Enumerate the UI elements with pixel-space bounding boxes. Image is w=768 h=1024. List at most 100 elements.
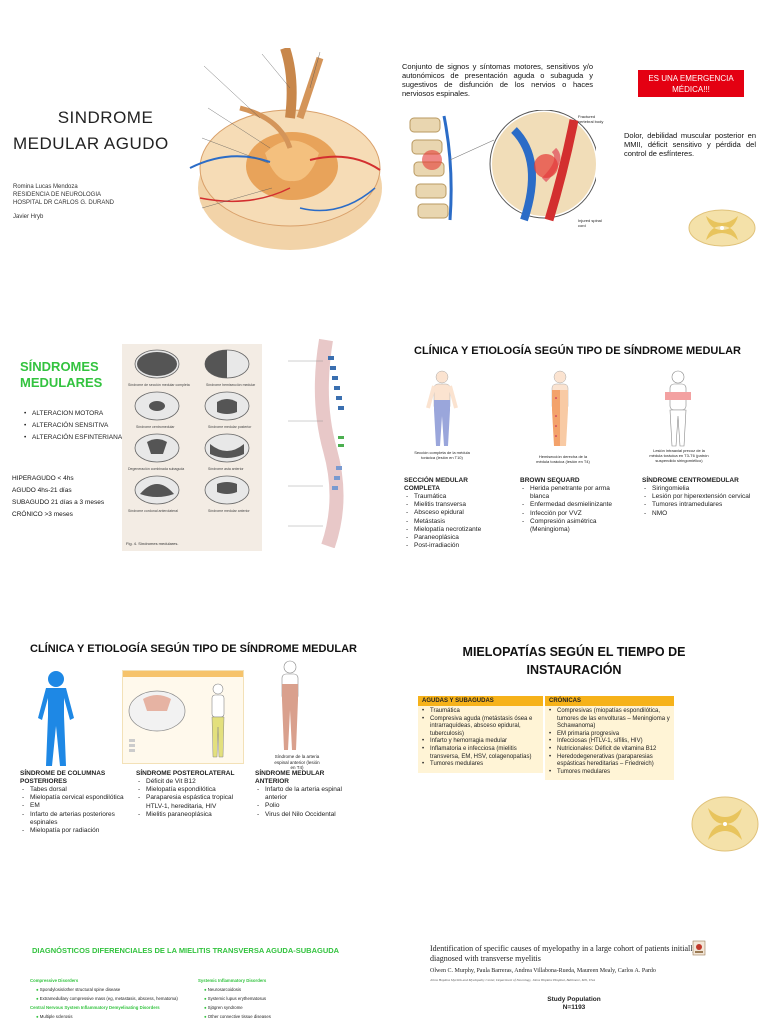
slide3-times: HIPERAGUDO < 4hs AGUDO 4hs-21 días SUBAG… [12, 475, 105, 518]
slide6-title: MIELOPATÍAS SEGÚN EL TIEMPO DE INSTAURAC… [462, 645, 686, 677]
body-figure-centromedullary [665, 370, 691, 447]
journal-logo-icon [692, 940, 706, 956]
list-item: Traumática [406, 493, 504, 501]
col-head: SÍNDROME CENTROMEDULAR [642, 477, 739, 484]
svg-text:Degeneración combinada subagud: Degeneración combinada subaguda [128, 467, 184, 471]
svg-text:Síndrome asta anterior: Síndrome asta anterior [208, 467, 244, 471]
list-item: ● Neurosarcoidosis [204, 987, 241, 992]
spinal-cord-cross-section-image [180, 48, 384, 260]
list-item: ALTERACIÓN ESFINTERIANA [24, 434, 122, 442]
slide-8: Identification of specific causes of mye… [384, 930, 768, 1024]
table-header: CRÓNICAS [545, 696, 674, 706]
list-item: Herida penetrante por arma blanca [522, 485, 620, 501]
table-header: AGUDAS Y SUBAGUDAS [418, 696, 544, 706]
fig1-caption: Sección completa de la médula torácica (… [414, 450, 470, 460]
col-brown-sequard: BROWN SEQUARD Herida penetrante por arma… [520, 477, 620, 534]
list-item: EM [22, 802, 124, 810]
table-cell: Tumores medulares [422, 761, 539, 769]
table-cell: Inflamatoria e infecciosa (mielitis tran… [422, 746, 539, 761]
col-head: SÍNDROME POSTEROLATERAL [136, 770, 235, 777]
ddx-head: Compressive Disorders [30, 978, 79, 983]
list-item: Infarto de la arteria espinal anterior [257, 786, 365, 802]
study-population: Study Population N=1193 [547, 996, 601, 1011]
vertebral-fracture-image [409, 110, 596, 222]
col-anterior: SÍNDROME MEDULAR ANTERIOR Infarto de la … [255, 770, 365, 819]
list-item: Absceso epidural [406, 509, 504, 517]
list-item: ● Systemic lupus erythematosus [204, 996, 267, 1001]
col-complete-section: SECCIÓN MEDULAR COMPLETA Traumática Miel… [404, 477, 504, 551]
svg-text:Síndrome hemisección medular: Síndrome hemisección medular [206, 383, 256, 387]
list-item: Compresión asimétrica (Meningioma) [522, 518, 620, 534]
list-item: ● Multiple sclerosis [36, 1014, 73, 1019]
list-item: Infarto de arterias posteriores espinale… [22, 811, 124, 827]
svg-text:Síndrome medular anterior: Síndrome medular anterior [208, 509, 250, 513]
list-item: Déficit de Vit B12 [138, 778, 244, 786]
posterolateral-image [128, 683, 225, 758]
slide-6: MIELOPATÍAS SEGÚN EL TIEMPO DE INSTAURAC… [384, 630, 768, 860]
list-item: Mielopatía cervical espondilótica [22, 794, 124, 802]
body-figure-hemisection [551, 370, 569, 446]
list-item: Mielopatía espondilótica [138, 786, 244, 794]
slide7-title: DIAGNÓSTICOS DIFERENCIALES DE LA MIELITI… [32, 946, 340, 955]
slide3-bullets: ALTERACION MOTORA ALTERACIÓN SENSITIVA A… [22, 410, 122, 443]
body-figure-posterior-columns [38, 671, 74, 766]
table-cell: Nutricionales: Déficit de vitamina B12 [549, 746, 670, 754]
table-cell: Heredodegenerativas (paraparesias espást… [549, 754, 670, 769]
slide1-authors: Romina Lucas Mendoza RESIDENCIA DE NEURO… [13, 184, 115, 220]
paper-title: Identification of specific causes of mye… [430, 944, 697, 963]
body-figure-complete-section [426, 370, 458, 446]
slide1-title-line2: MEDULAR AGUDO [13, 134, 169, 153]
table-cell: Infarto y hemorragia medular [422, 738, 539, 746]
emergency-badge: ES UNA EMERGENCIA MÉDICA!!! [638, 70, 744, 97]
list-item: Infección por VVZ [522, 510, 620, 518]
list-item: Tumores intramedulares [644, 501, 760, 509]
col-centromedullary: SÍNDROME CENTROMEDULAR Siringomielia Les… [642, 477, 760, 518]
list-item: Polio [257, 802, 365, 810]
table-col-chronic: CRÓNICAS Compresivas (miopatías espondil… [545, 696, 674, 781]
slide-4: CLÍNICA Y ETIOLOGÍA SEGÚN TIPO DE SÍNDRO… [384, 330, 768, 570]
symptoms-text: Dolor, debilidad muscular posterior en M… [624, 131, 756, 158]
fig-caption: Fig. 4. Síndromes medulares. [126, 541, 179, 546]
list-item: Tabes dorsal [22, 786, 124, 794]
list-item: ● Other connective tissue diseases [204, 1014, 271, 1019]
slide4-title: CLÍNICA Y ETIOLOGÍA SEGÚN TIPO DE SÍNDRO… [414, 345, 741, 357]
list-item: ALTERACION MOTORA [24, 410, 122, 418]
list-item: NMO [644, 510, 760, 518]
list-item: Lesión por hiperextensión cervical [644, 493, 760, 501]
onset-table: AGUDAS Y SUBAGUDAS Traumática Compresiva… [418, 696, 674, 781]
fig-label-fractured: Fractured vertebral body [578, 114, 604, 124]
svg-text:Síndrome medular posterior: Síndrome medular posterior [208, 425, 252, 429]
table-cell: Tumores medulares [549, 769, 670, 777]
list-item: ● Sjögren syndrome [204, 1005, 243, 1010]
fig3-caption: Lesión intraaxial precoz de la médula to… [649, 448, 709, 463]
list-item: Enfermedad desmielinizante [522, 501, 620, 509]
slide1-title: SINDROME [57, 108, 154, 127]
svg-text:Síndrome cordonal anterolatera: Síndrome cordonal anterolateral [128, 509, 178, 513]
slide3-title: SÍNDROMES MEDULARES [20, 359, 103, 390]
ddx-left: Compressive Disorders ● Spondylosis/othe… [30, 976, 200, 1021]
svg-text:Síndrome de sección medular co: Síndrome de sección medular completa [128, 383, 190, 387]
table-cell: EM primaria progresiva [549, 731, 670, 739]
list-item: ALTERACIÓN SENSITIVA [24, 422, 122, 430]
list-item: Post-irradiación [406, 542, 504, 550]
table-col-acute: AGUDAS Y SUBAGUDAS Traumática Compresiva… [418, 696, 544, 780]
syndromes-figure: Síndrome de sección medular completa Sín… [122, 344, 262, 551]
paper-affiliation: Johns Hopkins Myelitis and Myelopathy Ce… [430, 978, 595, 982]
col-posterolateral: SÍNDROME POSTEROLATERAL Déficit de Vit B… [136, 770, 244, 819]
list-item: Mielopatía por radiación [22, 827, 124, 835]
col-head: SÍNDROME MEDULAR ANTERIOR [255, 770, 325, 785]
fig3-caption: Síndrome de la arteria espinal anterior … [274, 754, 320, 770]
list-item: Siringomielia [644, 485, 760, 493]
slide5-title: CLÍNICA Y ETIOLOGÍA SEGÚN TIPO DE SÍNDRO… [30, 643, 357, 655]
ddx-head: Central Nervous System Inflammatory Demy… [30, 1005, 160, 1010]
slide-7: DIAGNÓSTICOS DIFERENCIALES DE LA MIELITI… [0, 930, 384, 1024]
svg-text:Síndrome centromedular: Síndrome centromedular [136, 425, 175, 429]
list-item: Mielopatía necrotizante [406, 526, 504, 534]
table-cell: Infecciosas (HTLV-1, sífilis, HIV) [549, 738, 670, 746]
list-item: Metástasis [406, 518, 504, 526]
list-item: Mielitis transversa [406, 501, 504, 509]
list-item: Mielitis paraneoplásica [138, 811, 244, 819]
table-cell: Compresiva aguda (metástasis ósea e intr… [422, 716, 539, 739]
list-item: ● Extramedullary compressive mass (eg, m… [36, 996, 178, 1001]
ddx-right: Systemic Inflammatory Disorders ● Neuros… [198, 976, 348, 1021]
